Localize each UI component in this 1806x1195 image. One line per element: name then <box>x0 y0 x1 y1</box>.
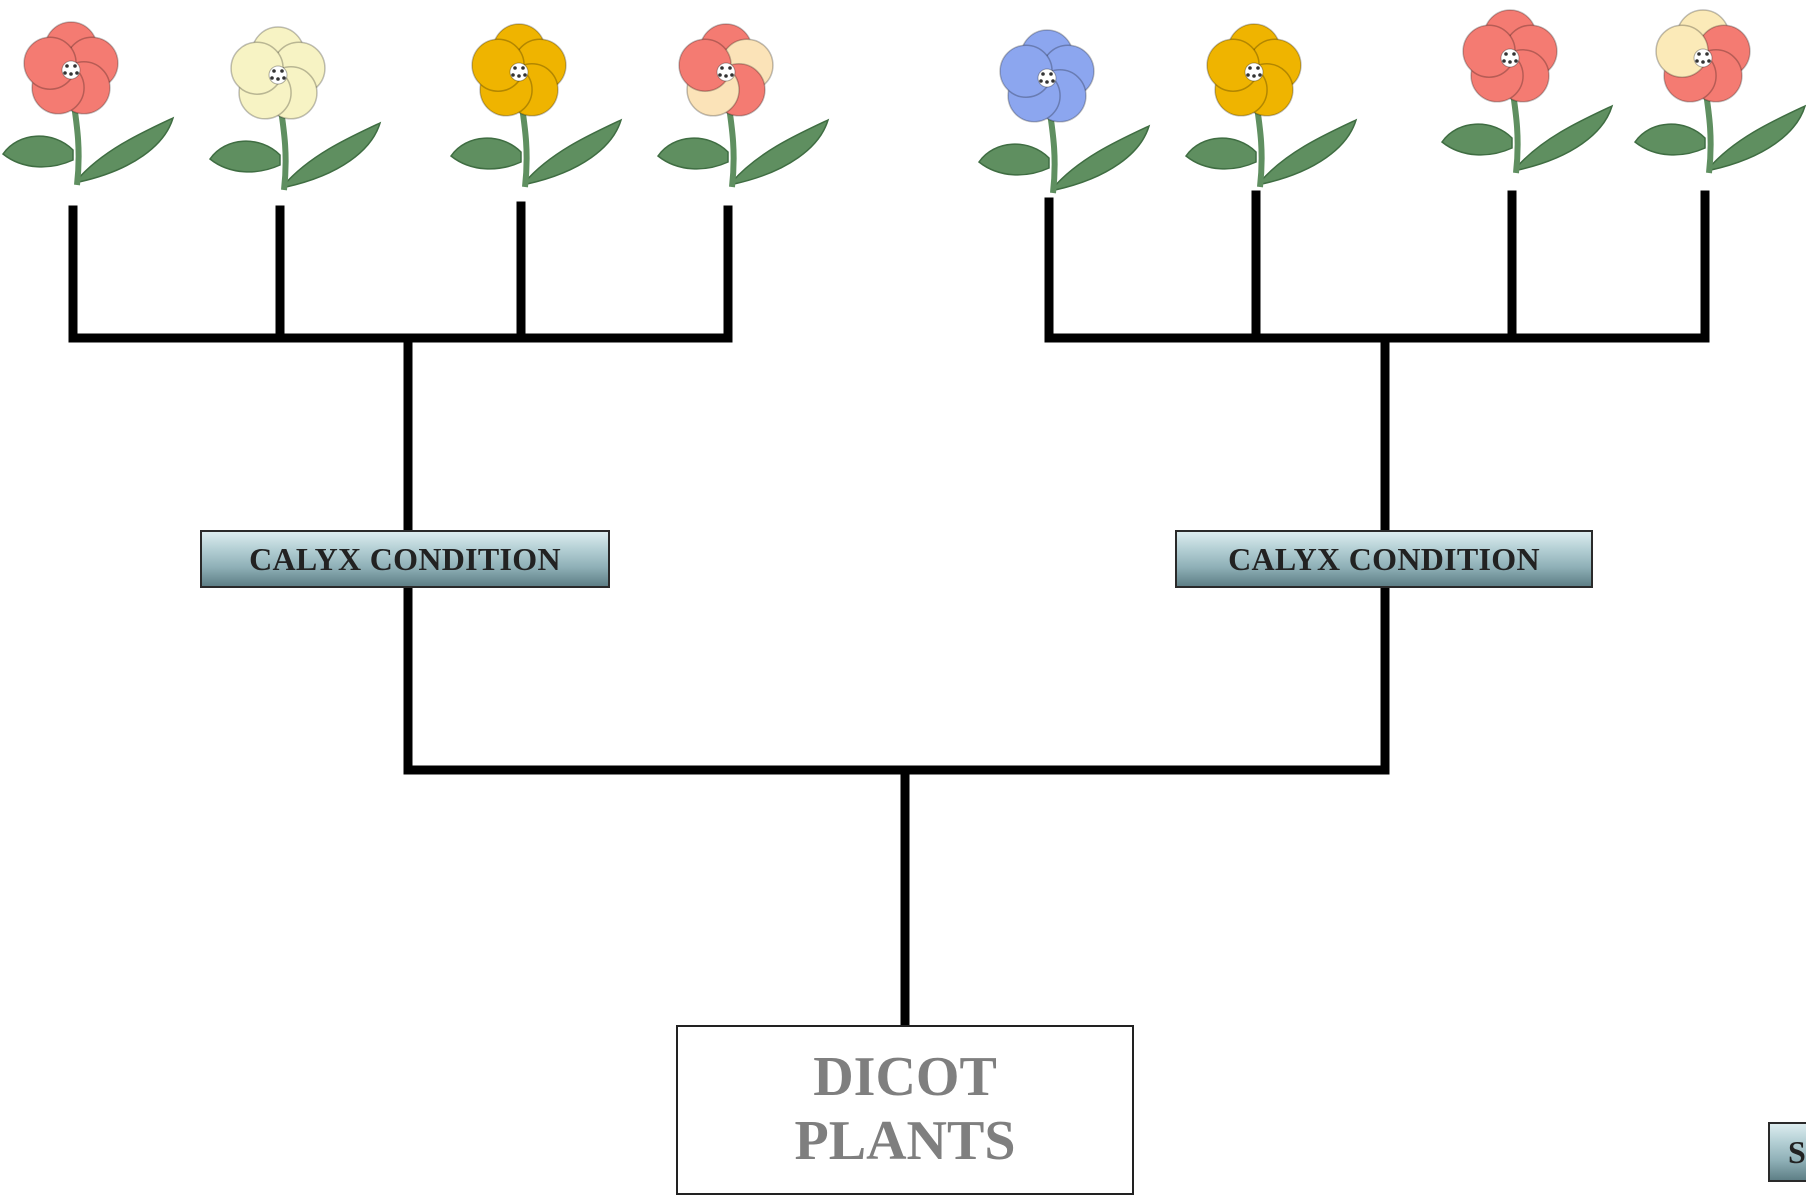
stamen-dot <box>724 74 728 78</box>
flower-icon <box>1440 9 1614 174</box>
leaf-shape <box>523 118 623 185</box>
leaf-shape <box>1051 124 1151 191</box>
flower-icon <box>977 29 1151 194</box>
stamen-dot <box>276 77 280 81</box>
flower-center <box>268 65 288 85</box>
stamen-dot <box>65 64 69 68</box>
stamen-dot <box>73 64 77 68</box>
leaf-shape <box>1184 137 1257 170</box>
flower-row <box>1 9 1806 194</box>
flower-center <box>1693 48 1713 68</box>
flower-center <box>1037 68 1057 88</box>
flower-center <box>716 62 736 82</box>
partial-label-text: S <box>1788 1134 1806 1170</box>
leaf-shape <box>656 137 729 170</box>
stamen-dot <box>1039 79 1043 83</box>
leaf-shape <box>1514 104 1614 171</box>
stamen-dot <box>718 73 722 77</box>
stamen-dot <box>282 76 286 80</box>
flower-icon <box>1633 9 1806 174</box>
root-label-line-1: DICOT <box>813 1046 997 1108</box>
stamen-dot <box>1508 60 1512 64</box>
stamen-dot <box>69 72 73 76</box>
calyx-condition-right-text: CALYX CONDITION <box>1228 540 1540 577</box>
leaf-shape <box>449 137 522 170</box>
stamen-dot <box>63 71 67 75</box>
flower-icon <box>449 23 623 188</box>
stamen-dot <box>1248 66 1252 70</box>
stamen-dot <box>517 74 521 78</box>
stamen-dot <box>1049 72 1053 76</box>
stamen-dot <box>1258 73 1262 77</box>
stamen-dot <box>1701 60 1705 64</box>
leaf-shape <box>1258 118 1358 185</box>
leaf-shape <box>208 140 281 173</box>
root-label-line-2: PLANTS <box>794 1110 1016 1172</box>
leaf-shape <box>75 116 175 183</box>
stamen-dot <box>1045 80 1049 84</box>
calyx-condition-left-label: CALYX CONDITION <box>200 530 610 588</box>
calyx-condition-right-label: CALYX CONDITION <box>1175 530 1593 588</box>
branch-lines <box>68 190 1710 1030</box>
stamen-dot <box>1252 74 1256 78</box>
flower-center <box>1244 62 1264 82</box>
leaf-shape <box>1707 104 1806 171</box>
stamen-dot <box>75 71 79 75</box>
leaf-shape <box>1 135 74 168</box>
flower-icon <box>656 23 830 188</box>
stamen-dot <box>280 69 284 73</box>
stamen-dot <box>511 73 515 77</box>
stamen-dot <box>1502 59 1506 63</box>
flower-center <box>61 60 81 80</box>
leaf-shape <box>1440 123 1513 156</box>
stamen-dot <box>1707 59 1711 63</box>
stamen-dot <box>1041 72 1045 76</box>
stamen-dot <box>521 66 525 70</box>
stamen-dot <box>1705 52 1709 56</box>
flower-center <box>1500 48 1520 68</box>
stamen-dot <box>1697 52 1701 56</box>
stamen-dot <box>1512 52 1516 56</box>
stamen-dot <box>272 69 276 73</box>
stamen-dot <box>523 73 527 77</box>
flower-icon <box>208 26 382 191</box>
stamen-dot <box>1256 66 1260 70</box>
stamen-dot <box>1504 52 1508 56</box>
stamen-dot <box>270 76 274 80</box>
leaf-shape <box>730 118 830 185</box>
stamen-dot <box>513 66 517 70</box>
leaf-shape <box>977 143 1050 176</box>
stamen-dot <box>1695 59 1699 63</box>
partial-label-box: S <box>1768 1122 1806 1182</box>
stamen-dot <box>1051 79 1055 83</box>
flower-center <box>509 62 529 82</box>
stamen-dot <box>1246 73 1250 77</box>
dicot-plants-box: DICOT PLANTS <box>676 1025 1134 1195</box>
stamen-dot <box>1514 59 1518 63</box>
leaf-shape <box>282 121 382 188</box>
stamen-dot <box>730 73 734 77</box>
stamen-dot <box>728 66 732 70</box>
stamen-dot <box>720 66 724 70</box>
flower-icon <box>1 21 175 186</box>
flower-icon <box>1184 23 1358 188</box>
calyx-condition-left-text: CALYX CONDITION <box>249 540 561 577</box>
leaf-shape <box>1633 123 1706 156</box>
